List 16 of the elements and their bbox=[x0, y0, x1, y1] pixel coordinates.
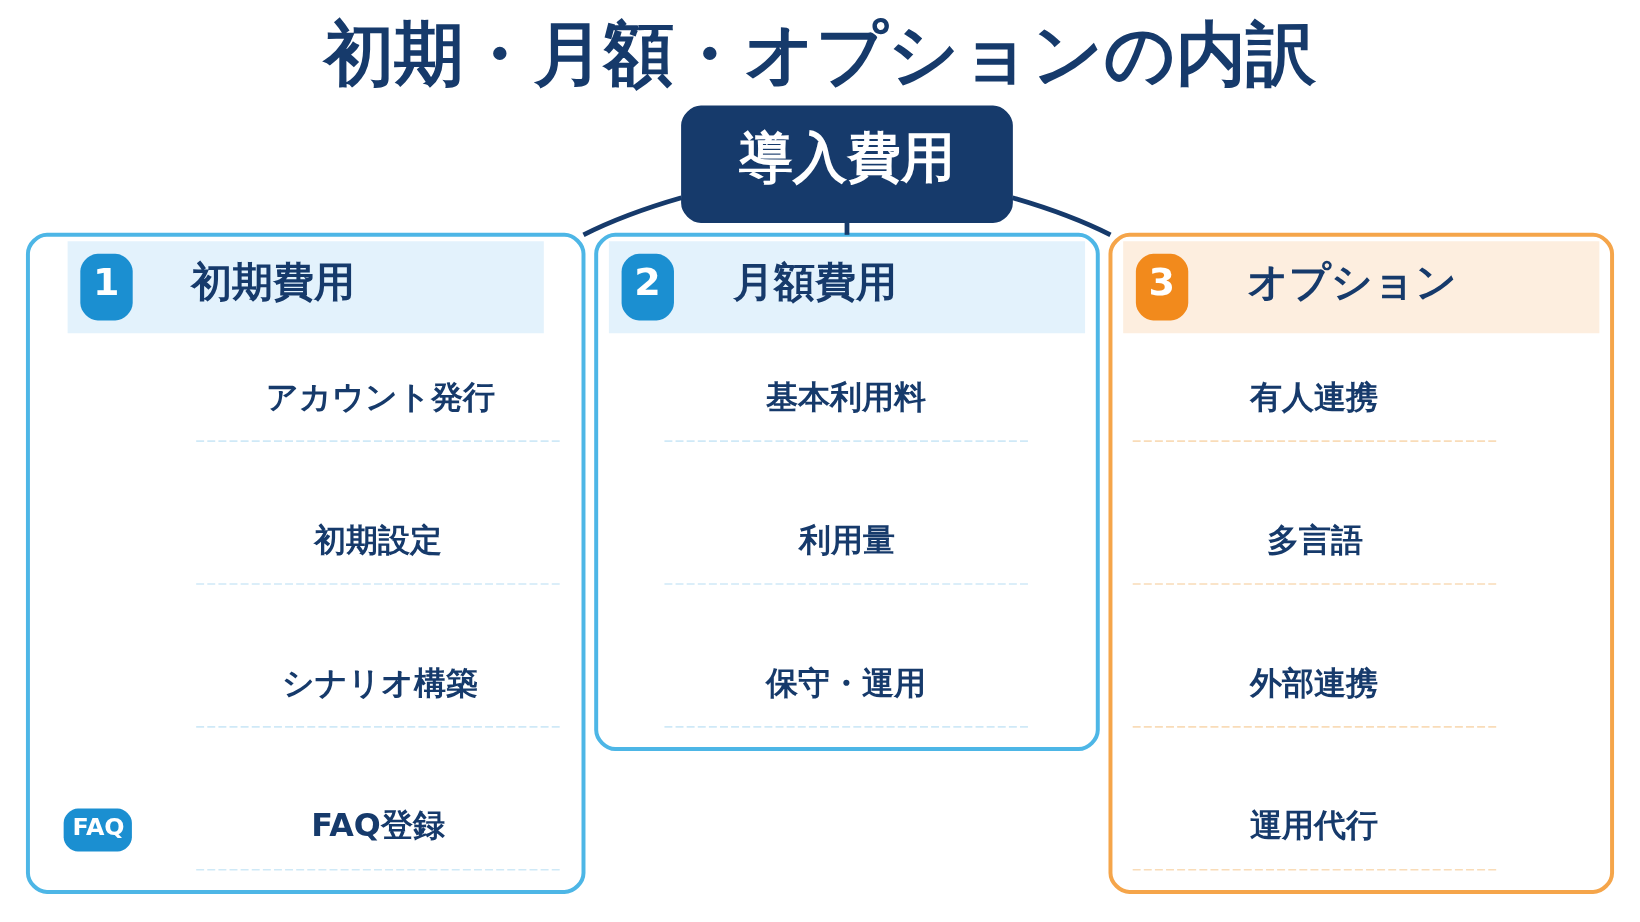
node-text: 利用量 bbox=[798, 521, 895, 558]
connector bbox=[1011, 195, 1112, 237]
node-text: 有人連携 bbox=[1250, 378, 1379, 415]
node-text: アカウント発行 bbox=[266, 378, 496, 415]
node-text: 多言語 bbox=[1266, 521, 1363, 558]
label: FAQ bbox=[72, 812, 125, 841]
node-box: 導入費用 bbox=[681, 105, 1013, 223]
connector bbox=[582, 195, 683, 237]
node-text: 保守・運用 bbox=[766, 664, 927, 701]
node-text: 初期設定 bbox=[313, 521, 442, 558]
node-text: シナリオ構築 bbox=[281, 664, 478, 701]
node-text: FAQ登録 bbox=[311, 807, 445, 844]
node-text: 外部連携 bbox=[1250, 664, 1379, 701]
node-text: 運用代行 bbox=[1250, 807, 1379, 844]
node-text: 基本利用料 bbox=[766, 378, 927, 415]
diagram-title: 初期・月額・オプションの内訳 bbox=[323, 12, 1316, 94]
